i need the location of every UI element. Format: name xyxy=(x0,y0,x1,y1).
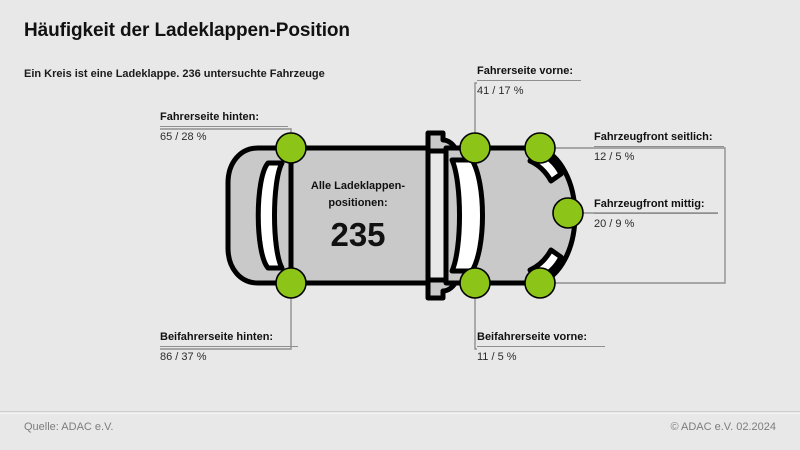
callout-value: 20 / 9 % xyxy=(594,218,635,230)
center-total-value: 235 xyxy=(330,216,385,253)
callout-value: 86 / 37 % xyxy=(160,351,207,363)
callout-beifahrerseite-hinten: Beifahrerseite hinten: 86 / 37 % xyxy=(160,331,298,363)
callout-label: Beifahrerseite vorne: xyxy=(477,331,588,343)
page-title: Häufigkeit der Ladeklappen-Position xyxy=(24,20,350,41)
marker-fahrzeugfront-seitlich-unten[interactable] xyxy=(524,267,556,299)
callout-fahrzeugfront-seitlich: Fahrzeugfront seitlich: 12 / 5 % xyxy=(594,131,724,163)
leader-beifahrerseite-vorne xyxy=(474,283,477,350)
footer-copyright: © ADAC e.V. 02.2024 xyxy=(670,421,776,433)
callout-rule xyxy=(160,126,288,127)
callout-value: 12 / 5 % xyxy=(594,151,635,163)
callout-label: Fahrerseite vorne: xyxy=(477,65,573,77)
callout-rule xyxy=(594,146,724,147)
callout-fahrzeugfront-mittig: Fahrzeugfront mittig: 20 / 9 % xyxy=(594,198,718,230)
leader-fahrerseite-vorne xyxy=(474,82,477,148)
vehicle-outline xyxy=(225,130,578,301)
center-caption-line2: positionen: xyxy=(328,197,387,209)
ladeklappe-markers[interactable] xyxy=(275,132,584,299)
leader-fahrzeugfront-bracket xyxy=(540,147,726,284)
callout-label: Fahrzeugfront mittig: xyxy=(594,198,705,210)
marker-fahrerseite-vorne[interactable] xyxy=(459,132,491,164)
marker-fahrzeugfront-seitlich-oben[interactable] xyxy=(524,132,556,164)
page-subtitle: Ein Kreis ist eine Ladeklappe. 236 unter… xyxy=(24,68,325,80)
callout-fahrerseite-hinten: Fahrerseite hinten: 65 / 28 % xyxy=(160,111,288,143)
marker-beifahrerseite-vorne[interactable] xyxy=(459,267,491,299)
callout-value: 65 / 28 % xyxy=(160,131,207,143)
footer-divider-highlight xyxy=(0,413,800,414)
callout-rule xyxy=(594,213,718,214)
callout-label: Beifahrerseite hinten: xyxy=(160,331,274,343)
callout-rule xyxy=(477,346,605,347)
rear-hatch-opening xyxy=(255,160,285,271)
footer-divider xyxy=(0,411,800,412)
callout-value: 11 / 5 % xyxy=(477,351,517,363)
callout-value: 41 / 17 % xyxy=(477,85,524,97)
callout-label: Fahrerseite hinten: xyxy=(160,111,260,123)
callout-fahrerseite-vorne: Fahrerseite vorne: 41 / 17 % xyxy=(477,65,581,97)
callout-rule xyxy=(160,346,298,347)
marker-beifahrerseite-hinten[interactable] xyxy=(275,267,307,299)
marker-fahrerseite-hinten[interactable] xyxy=(275,132,307,164)
callout-rule xyxy=(477,80,581,81)
marker-fahrzeugfront-mittig[interactable] xyxy=(552,197,584,229)
center-caption-line1: Alle Ladeklappen- xyxy=(311,180,405,192)
footer-source: Quelle: ADAC e.V. xyxy=(24,421,114,433)
callout-label: Fahrzeugfront seitlich: xyxy=(594,131,713,143)
callout-beifahrerseite-vorne: Beifahrerseite vorne: 11 / 5 % xyxy=(477,331,605,363)
leader-beifahrerseite-hinten xyxy=(160,283,292,350)
